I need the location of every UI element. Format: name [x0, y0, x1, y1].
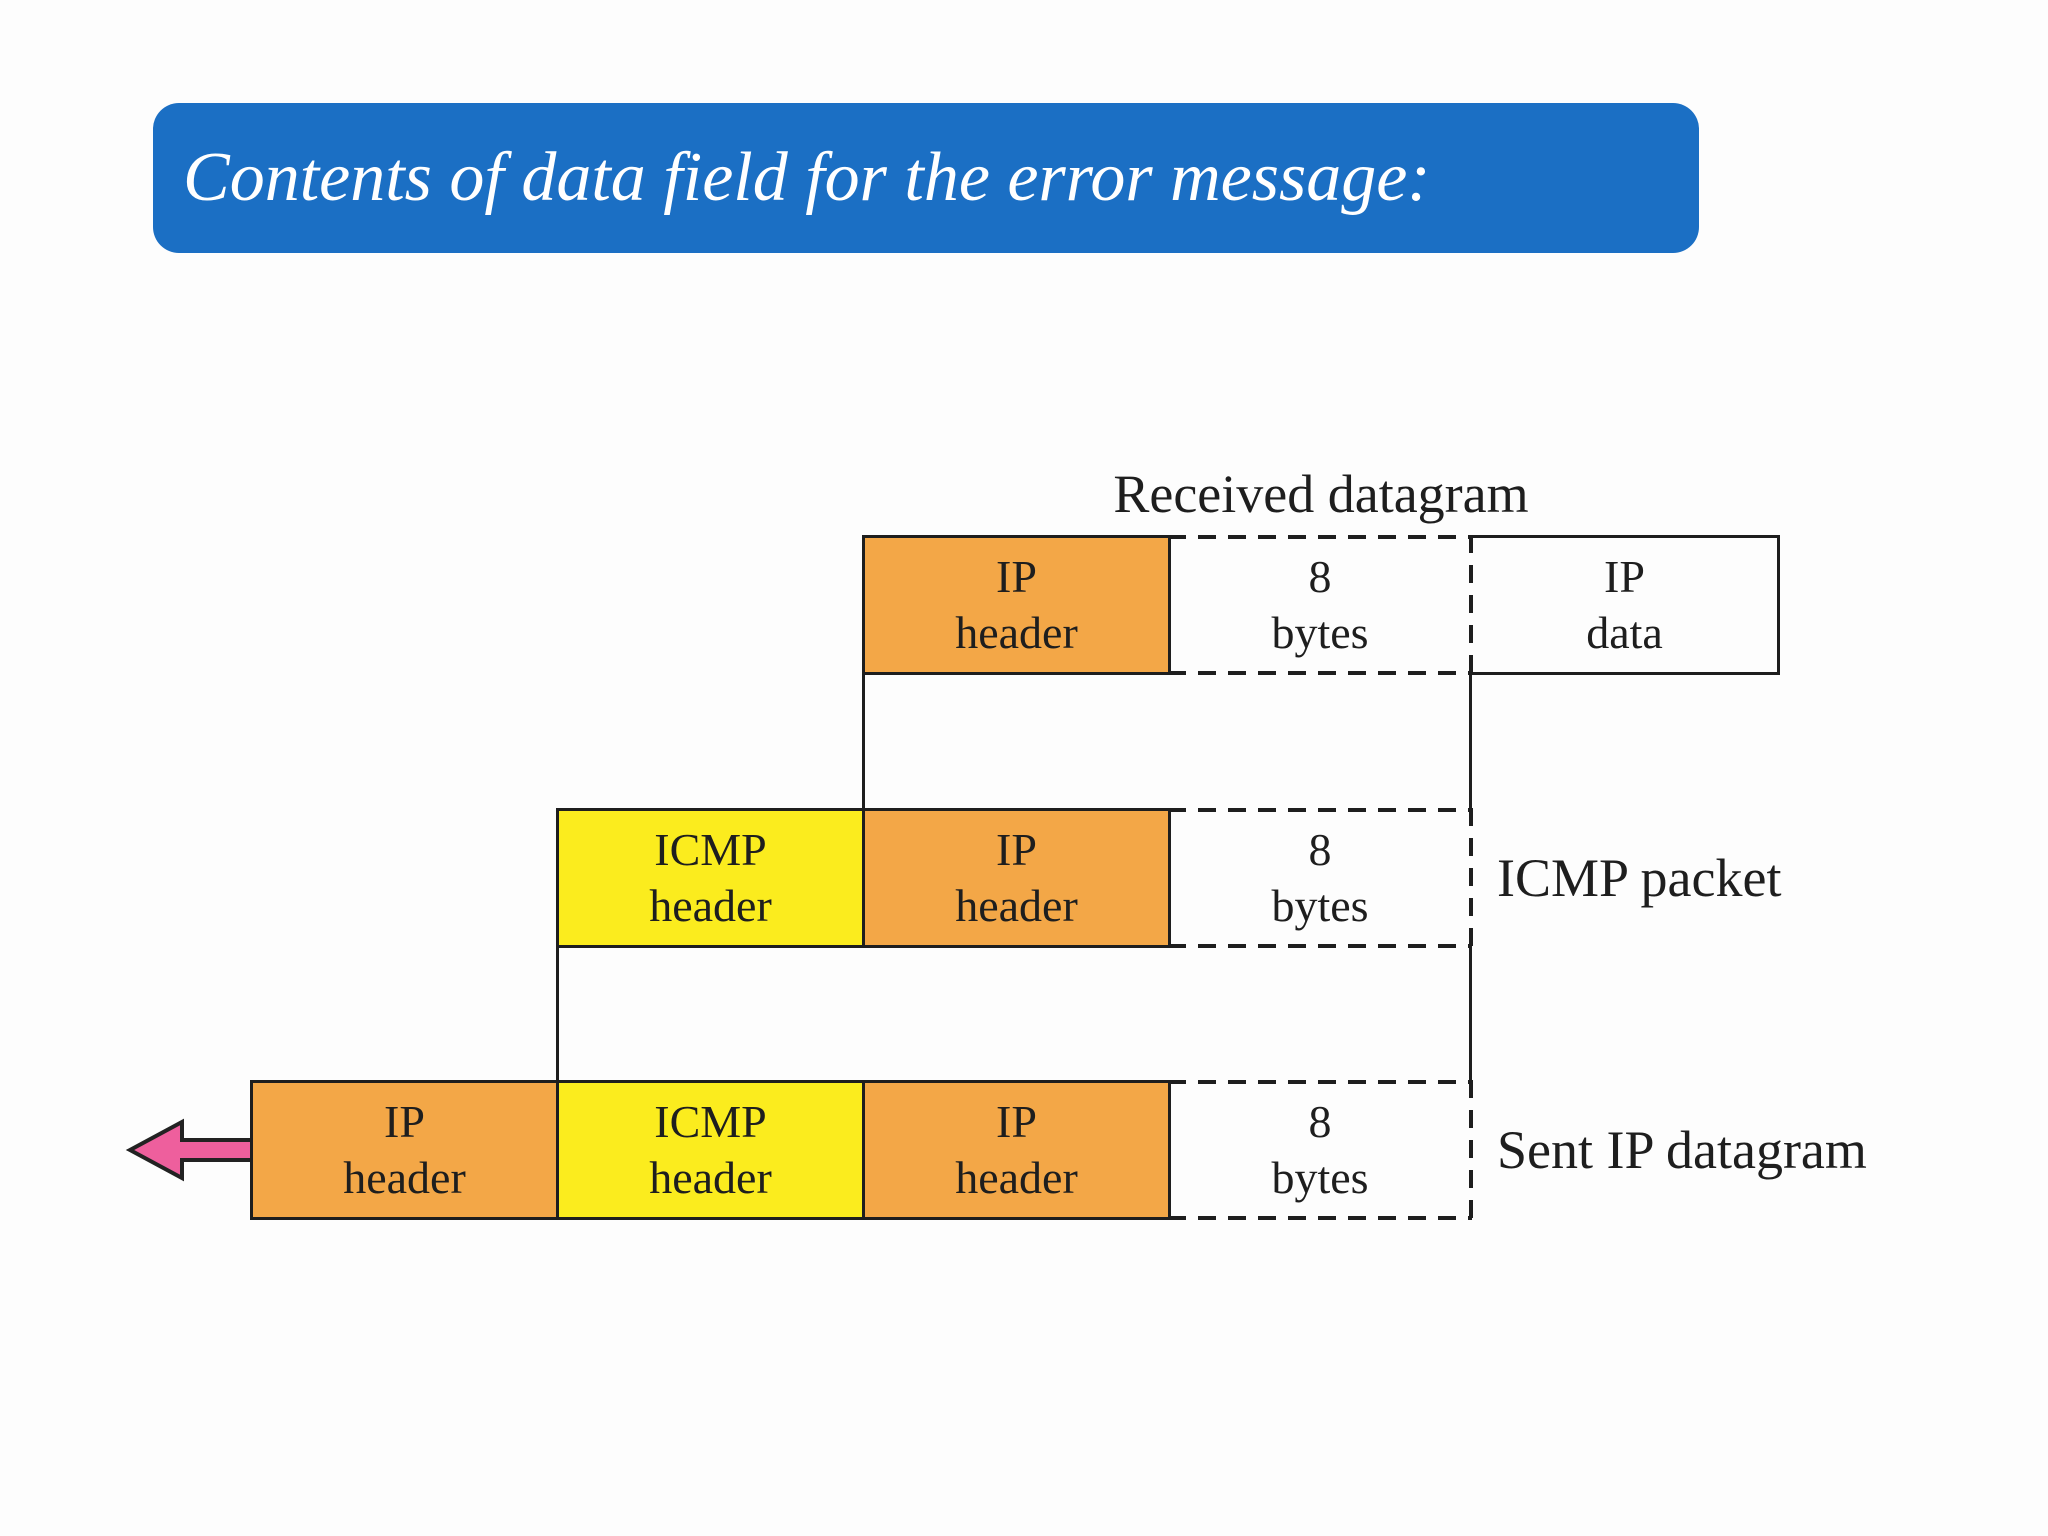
cell-label-line: IP [996, 823, 1037, 875]
connector-right-row2-row3 [1469, 945, 1472, 1082]
page-title: Contents of data field for the error mes… [183, 139, 1431, 216]
cell-label-line: IP [1604, 550, 1645, 602]
cell-label-line: header [649, 1152, 772, 1203]
cell-label-line: header [955, 607, 1078, 658]
row3-ip-header-inner-cell: IP header [862, 1080, 1171, 1220]
sent-ip-datagram-label: Sent IP datagram [1497, 1120, 1867, 1180]
row1-ip-data-cell: IP data [1472, 535, 1780, 675]
cell-label-line: ICMP [654, 1095, 767, 1147]
left-arrow-icon [124, 1114, 260, 1186]
row2-8-bytes-cell: 8 bytes [1168, 808, 1472, 948]
row2-icmp-header-cell: ICMP header [556, 808, 865, 948]
row1-8-bytes-cell: 8 bytes [1168, 535, 1472, 675]
cell-label-line: IP [996, 550, 1037, 602]
row1-8bytes-dash-right [1469, 535, 1473, 675]
received-datagram-label: Received datagram [1113, 464, 1529, 524]
cell-label-line: 8 [1308, 1095, 1332, 1147]
cell-label-line: data [1586, 607, 1663, 658]
row3-icmp-header-cell: ICMP header [556, 1080, 865, 1220]
cell-label-line: bytes [1271, 880, 1369, 931]
cell-label-line: bytes [1271, 1152, 1369, 1203]
cell-label-line: header [649, 880, 772, 931]
row3-8bytes-dash-bottom [1168, 1216, 1472, 1220]
row2-8bytes-dash-right [1469, 808, 1473, 948]
cell-label-line: header [955, 880, 1078, 931]
row2-8bytes-dash-top [1168, 808, 1472, 812]
row2-8bytes-dash-bottom [1168, 944, 1472, 948]
cell-label-line: ICMP [654, 823, 767, 875]
row2-ip-header-cell: IP header [862, 808, 1171, 948]
cell-label-line: header [955, 1152, 1078, 1203]
connector-right-row1-row2 [1469, 673, 1472, 810]
cell-label-line: IP [996, 1095, 1037, 1147]
cell-label-line: 8 [1308, 823, 1332, 875]
row3-8bytes-dash-right [1469, 1080, 1473, 1220]
left-arrow-shape [125, 1118, 260, 1182]
connector-left-row1-row2 [862, 673, 865, 810]
cell-label-line: header [343, 1152, 466, 1203]
row3-ip-header-outer-cell: IP header [250, 1080, 559, 1220]
cell-label-line: 8 [1308, 550, 1332, 602]
row1-ip-header-cell: IP header [862, 535, 1171, 675]
cell-label-line: bytes [1271, 607, 1369, 658]
icmp-packet-label: ICMP packet [1497, 848, 1782, 908]
row3-8bytes-dash-top [1168, 1080, 1472, 1084]
cell-label-line: IP [384, 1095, 425, 1147]
row1-8bytes-dash-top [1168, 535, 1472, 539]
row1-8bytes-dash-bottom [1168, 671, 1472, 675]
title-banner: Contents of data field for the error mes… [153, 103, 1699, 253]
row3-8-bytes-cell: 8 bytes [1168, 1080, 1472, 1220]
connector-left-row2-row3 [556, 945, 559, 1082]
